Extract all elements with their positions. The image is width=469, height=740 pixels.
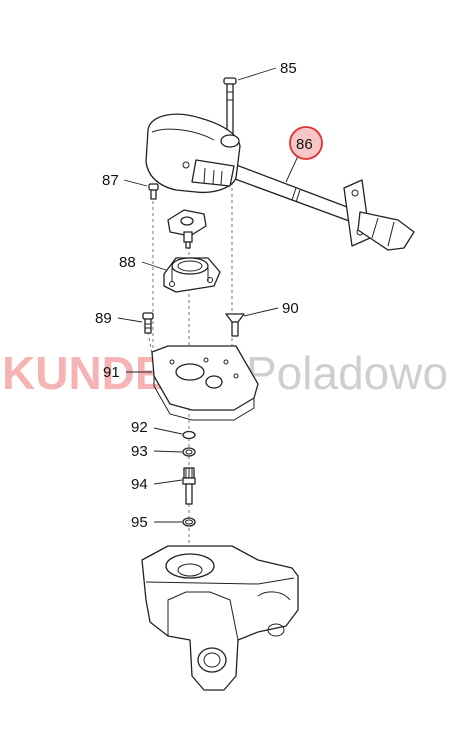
watermark-brand: KUNDE	[2, 347, 166, 399]
sensor-adapter	[167, 209, 207, 249]
leader-94	[153, 479, 183, 485]
part-90-countersunk-screw	[225, 313, 245, 337]
part-89-screw	[142, 312, 154, 334]
leader-lines	[117, 67, 299, 523]
leader-93	[153, 450, 183, 453]
part-87-screw	[148, 183, 159, 200]
part-94-splined-shaft	[182, 467, 196, 505]
watermark: KUNDE Poladowo	[2, 347, 448, 399]
part-92-circlip	[182, 430, 196, 440]
callout-87[interactable]: 87	[102, 172, 119, 189]
leader-90	[243, 307, 279, 317]
leader-89	[117, 317, 143, 323]
callout-93[interactable]: 93	[131, 443, 148, 460]
callout-86[interactable]: 86	[296, 136, 313, 153]
highlight-circle-86	[289, 126, 323, 160]
leader-87	[123, 179, 148, 187]
callout-85[interactable]: 85	[280, 60, 297, 77]
callout-labels: 85 86 87 88 89 90 91 92 93 94 95	[95, 60, 313, 531]
callout-92[interactable]: 92	[131, 419, 148, 436]
watermark-suffix: Poladowo	[246, 347, 448, 399]
part-86-sensor-rod	[145, 113, 415, 251]
callout-91[interactable]: 91	[103, 364, 120, 381]
part-93-washer	[182, 447, 196, 457]
part-85-bolt	[223, 77, 237, 137]
callout-95[interactable]: 95	[131, 514, 148, 531]
part-91-mounting-plate	[151, 345, 259, 421]
callout-89[interactable]: 89	[95, 310, 112, 327]
callout-88[interactable]: 88	[119, 254, 136, 271]
leader-92	[153, 427, 183, 435]
axle-housing	[141, 545, 299, 691]
callout-90[interactable]: 90	[282, 300, 299, 317]
part-88-bearing-housing	[163, 257, 221, 293]
leader-86	[285, 155, 299, 183]
part-95-o-ring	[182, 517, 196, 527]
leader-88	[141, 261, 167, 271]
callout-94[interactable]: 94	[131, 476, 148, 493]
leader-85	[237, 67, 277, 81]
